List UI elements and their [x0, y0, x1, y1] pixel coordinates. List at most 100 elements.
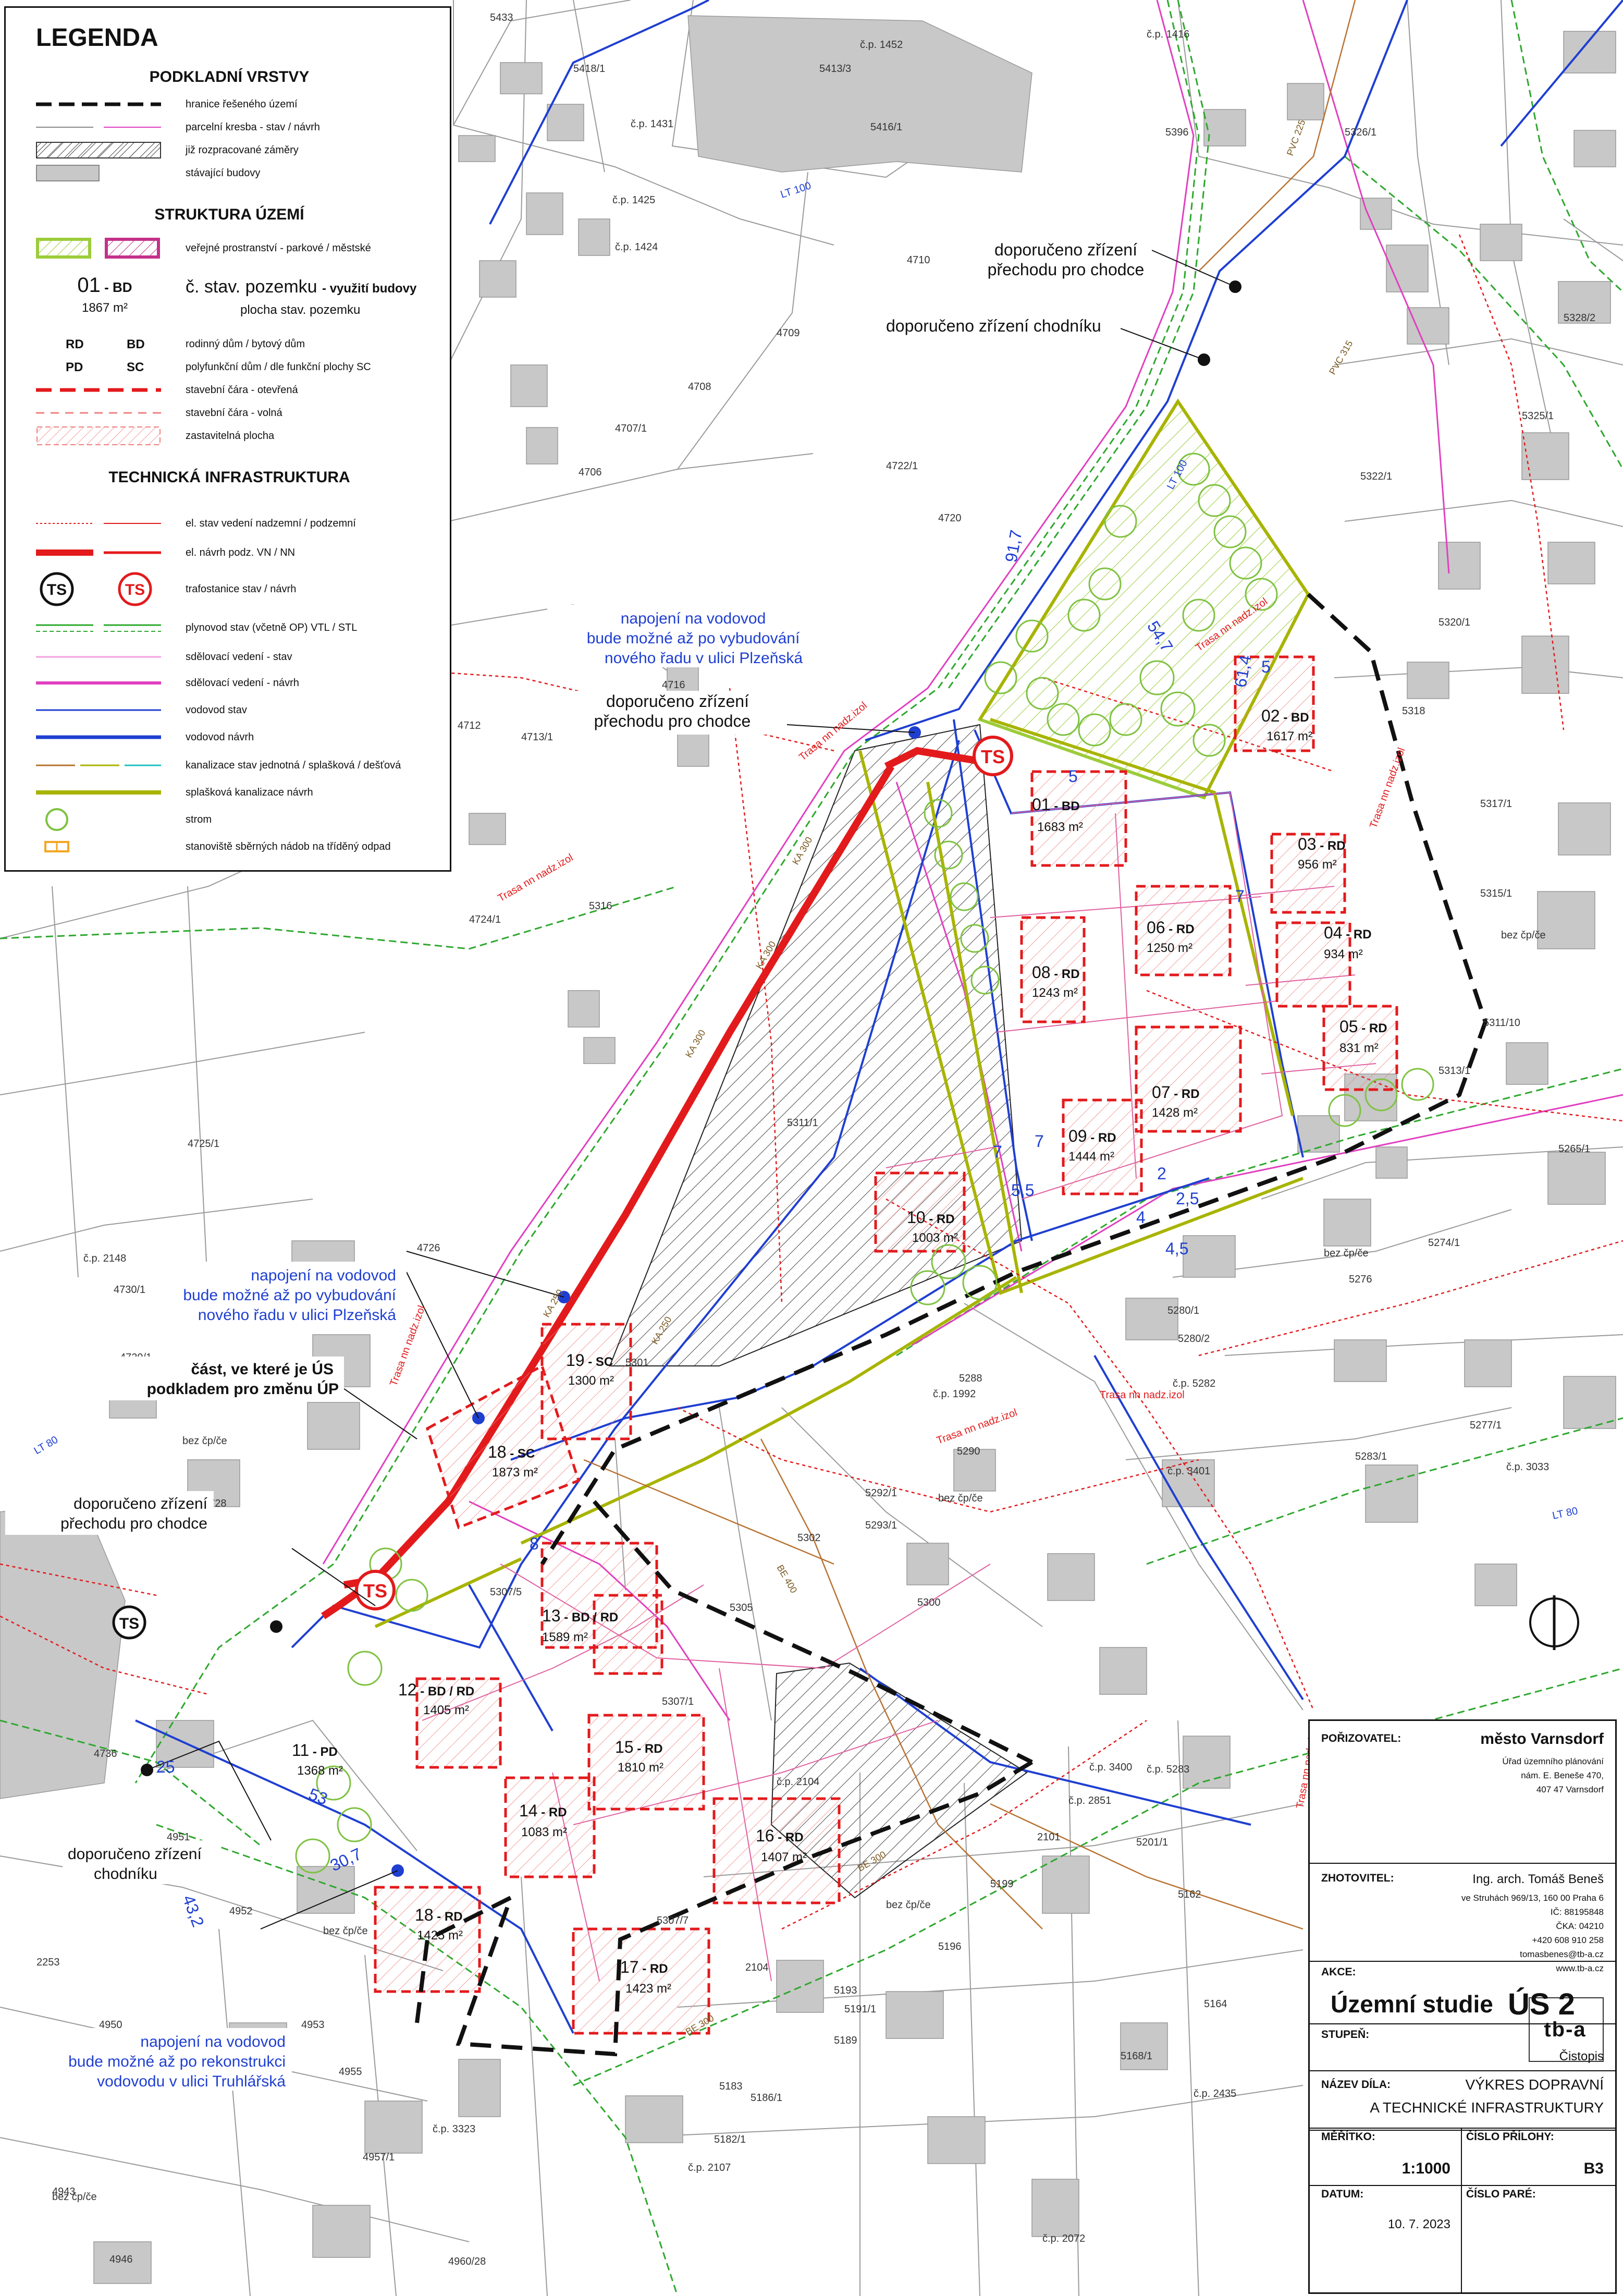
svg-text:5318: 5318: [1402, 705, 1425, 717]
svg-text:5301: 5301: [625, 1357, 649, 1369]
svg-text:2,5: 2,5: [1176, 1189, 1199, 1208]
svg-text:napojení na vodovod: napojení na vodovod: [140, 2033, 286, 2050]
svg-text:4710: 4710: [907, 254, 930, 266]
svg-text:19 - SC: 19 - SC: [566, 1351, 613, 1370]
building-line-free-icon: [36, 412, 161, 414]
svg-text:1003 m²: 1003 m²: [912, 1231, 958, 1245]
annotation-water-3: napojení na vodovod bude možné až po rek…: [47, 2028, 292, 2091]
svg-text:5302: 5302: [797, 1532, 821, 1544]
legend-row-buildable: zastavitelná plocha: [6, 423, 453, 449]
svg-text:5183: 5183: [719, 2081, 743, 2092]
svg-text:43,2: 43,2: [179, 1892, 207, 1929]
legend-row-code-rd-bd: RD BD rodinný dům / bytový dům: [66, 337, 305, 351]
svg-text:2: 2: [1157, 1164, 1166, 1183]
svg-text:1444 m²: 1444 m²: [1068, 1150, 1114, 1164]
water-state-icon: [36, 709, 161, 711]
svg-text:č.p. 1452: č.p. 1452: [860, 39, 903, 51]
waste-icon: [44, 841, 69, 852]
svg-text:Trasa nn nadz.izol: Trasa nn nadz.izol: [496, 852, 575, 904]
svg-text:Trasa nn nadz.izol: Trasa nn nadz.izol: [935, 1407, 1018, 1446]
annotation-water-1: napojení na vodovod bude možné až po vyb…: [547, 605, 803, 667]
legend-row-sewer-state: kanalizace stav jednotná / splašková / d…: [6, 752, 453, 778]
svg-text:5290: 5290: [957, 1446, 980, 1457]
legend-row-building-line-free: stavební čára - volná: [6, 400, 453, 426]
svg-text:4946: 4946: [109, 2254, 133, 2265]
svg-text:5162: 5162: [1178, 1889, 1201, 1900]
legend-row-water-design: vodovod návrh: [6, 724, 453, 750]
svg-text:LT 80: LT 80: [32, 1434, 60, 1457]
svg-text:5283/1: 5283/1: [1355, 1451, 1387, 1462]
legend-row-tree: strom: [6, 807, 453, 833]
legend-title: LEGENDA: [36, 24, 158, 52]
svg-text:2253: 2253: [36, 1957, 60, 1968]
annotation-sidewalk-1: doporučeno zřízení chodníku: [881, 314, 1121, 337]
svg-text:5307/7: 5307/7: [657, 1915, 688, 1926]
svg-text:5317/1: 5317/1: [1480, 798, 1512, 810]
svg-text:5326/1: 5326/1: [1345, 127, 1376, 138]
svg-text:2101: 2101: [1037, 1831, 1061, 1843]
svg-text:4725/1: 4725/1: [188, 1138, 219, 1150]
svg-text:10 - RD: 10 - RD: [907, 1208, 955, 1227]
svg-text:18 - RD: 18 - RD: [415, 1906, 463, 1924]
svg-text:5168/1: 5168/1: [1121, 2050, 1152, 2062]
annotation-leaders: [146, 250, 1236, 1929]
tb-zhotovitel: ZHOTOVITEL: Ing. arch. Tomáš Beneš ve St…: [1310, 1863, 1615, 2131]
svg-text:4713/1: 4713/1: [521, 731, 553, 743]
svg-text:5: 5: [1261, 657, 1271, 676]
legend-section-structure: STRUKTURA ÚZEMÍ: [154, 206, 304, 223]
svg-text:5396: 5396: [1165, 127, 1189, 138]
svg-text:1617 m²: 1617 m²: [1267, 729, 1312, 743]
svg-text:č.p. 2072: č.p. 2072: [1042, 2233, 1085, 2244]
legend-row-hatch: již rozpracované záměry: [6, 137, 453, 163]
svg-text:05 - RD: 05 - RD: [1339, 1017, 1387, 1036]
svg-text:5316: 5316: [589, 900, 612, 912]
svg-text:5182/1: 5182/1: [714, 2134, 746, 2145]
svg-text:5280/1: 5280/1: [1167, 1305, 1199, 1316]
annotation-water-2: napojení na vodovod bude možné až po vyb…: [156, 1262, 407, 1325]
sewer-state-lines: [583, 0, 1356, 1930]
parcel-number-labels: 5433 5418/1 5413/3 5416/1 5396 4710 4709…: [36, 12, 1595, 2267]
svg-text:4960/28: 4960/28: [448, 2256, 486, 2267]
svg-text:část, ve které je ÚS: část, ve které je ÚS: [191, 1360, 334, 1378]
building-line-dashed-icon: [36, 388, 161, 392]
svg-text:LT 100: LT 100: [779, 180, 813, 201]
svg-text:956 m²: 956 m²: [1298, 858, 1337, 872]
svg-text:5277/1: 5277/1: [1470, 1420, 1502, 1431]
svg-text:1589 m²: 1589 m²: [542, 1630, 588, 1644]
sewer-design-lines: [374, 718, 1304, 1628]
svg-text:vodovodu v ulici Truhlářská: vodovodu v ulici Truhlářská: [97, 2073, 286, 2090]
svg-text:4706: 4706: [579, 467, 602, 478]
svg-text:5315/1: 5315/1: [1480, 888, 1512, 899]
svg-text:Trasa nn nadz.izol: Trasa nn nadz.izol: [1368, 746, 1407, 829]
legend-row-telecom-design: sdělovací vedení - návrh: [6, 670, 453, 696]
svg-text:1423 m²: 1423 m²: [625, 1982, 671, 1996]
building-box-icon: [36, 165, 100, 181]
svg-text:17 - RD: 17 - RD: [620, 1958, 668, 1976]
svg-text:1810 m²: 1810 m²: [618, 1761, 663, 1775]
legend-section-base: PODKLADNÍ VRSTVY: [149, 68, 310, 86]
svg-text:5307/5: 5307/5: [490, 1586, 522, 1598]
svg-text:bez čp/če: bez čp/če: [182, 1435, 227, 1447]
svg-text:5280/2: 5280/2: [1178, 1333, 1210, 1345]
svg-text:4950: 4950: [99, 2019, 122, 2031]
tb-akce: AKCE: Územní studie ÚS 2: [1321, 1966, 1575, 2021]
svg-text:7: 7: [1035, 1132, 1044, 1151]
svg-text:TS: TS: [47, 581, 67, 599]
svg-text:PVC 225: PVC 225: [1285, 118, 1307, 157]
legend-plot-desc: č. stav. pozemku - využití budovy: [186, 277, 417, 297]
legend-section-infra: TECHNICKÁ INFRASTRUKTURA: [108, 469, 350, 486]
svg-text:KA 300: KA 300: [683, 1028, 707, 1059]
svg-text:14 - RD: 14 - RD: [519, 1801, 567, 1820]
svg-text:5325/1: 5325/1: [1522, 410, 1554, 422]
ts-icon-state: TS: [112, 1605, 146, 1640]
svg-text:č.p. 3033: č.p. 3033: [1506, 1461, 1549, 1473]
sewer-design-icon: [36, 790, 161, 795]
svg-text:4952: 4952: [229, 1906, 253, 1917]
svg-text:TS: TS: [119, 1615, 139, 1632]
svg-text:5413/3: 5413/3: [819, 63, 851, 75]
